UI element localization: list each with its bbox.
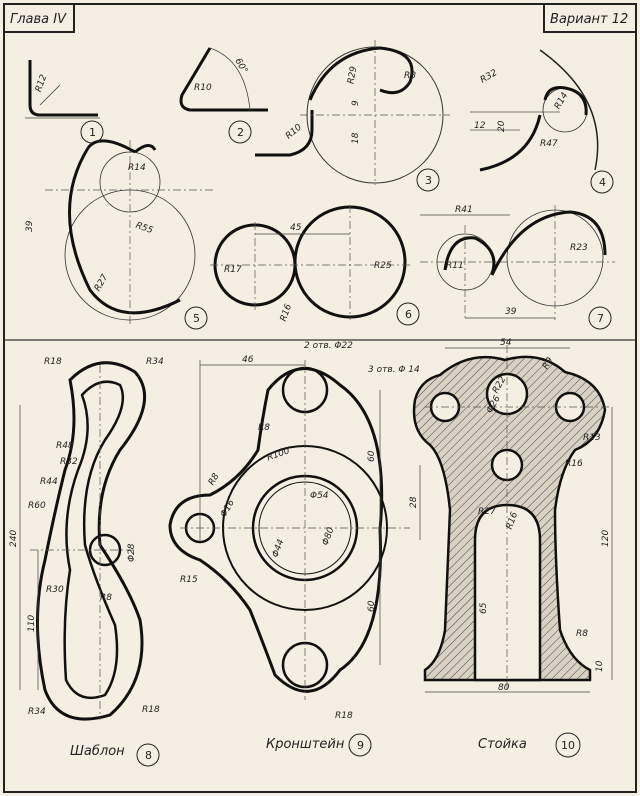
label-r10: R10 bbox=[194, 83, 212, 93]
figure-number-1: 1 bbox=[89, 126, 96, 139]
label-39-f7: 39 bbox=[505, 307, 517, 317]
label-60-lower: 60 bbox=[367, 600, 377, 612]
label-20: 20 bbox=[497, 120, 507, 132]
label-r18-bottom: R18 bbox=[142, 705, 160, 715]
label-r27: R27 bbox=[93, 273, 111, 294]
figure-8-shablon: R18 R34 R48 R32 R44 R60 240 Φ28 R30 R8 1… bbox=[9, 357, 164, 767]
label-r8-f8: R8 bbox=[100, 593, 112, 603]
label-9: 9 bbox=[351, 100, 361, 106]
label-28: 28 bbox=[409, 496, 419, 508]
figure-number-6: 6 bbox=[405, 308, 412, 321]
label-60-upper: 60 bbox=[367, 450, 377, 462]
label-r34-bottom: R34 bbox=[28, 707, 46, 717]
label-r13: R13 bbox=[583, 433, 601, 443]
figure-number-4: 4 bbox=[599, 176, 606, 189]
figure-number-9: 9 bbox=[357, 739, 364, 752]
figure-number-8: 8 bbox=[145, 749, 152, 762]
label-r18-f9: R18 bbox=[335, 711, 353, 721]
label-r14: R14 bbox=[553, 91, 571, 112]
figure-3: R29 R8 9 18 R10 3 bbox=[255, 40, 450, 192]
chapter-title: Глава IV bbox=[10, 12, 67, 27]
variant-title: Вариант 12 bbox=[550, 12, 628, 27]
figure-6: 45 R17 R25 R16 6 bbox=[210, 205, 420, 326]
figure-2: R10 60° 2 bbox=[179, 47, 268, 144]
label-80: 80 bbox=[498, 683, 510, 693]
label-18: 18 bbox=[351, 132, 361, 144]
label-r23: R23 bbox=[570, 243, 588, 253]
label-d16: Φ16 bbox=[219, 498, 237, 519]
figure-number-3: 3 bbox=[425, 174, 432, 187]
label-r55: R55 bbox=[134, 221, 154, 237]
label-46: 46 bbox=[242, 355, 254, 365]
figure-number-2: 2 bbox=[237, 126, 244, 139]
label-r41: R41 bbox=[455, 205, 473, 215]
label-r47: R47 bbox=[540, 139, 558, 149]
label-10: 10 bbox=[595, 660, 605, 672]
label-r16: R16 bbox=[279, 303, 295, 323]
caption-kronshtein: Кронштейн bbox=[266, 737, 345, 752]
label-r30: R30 bbox=[46, 585, 64, 595]
label-r18-top: R18 bbox=[44, 357, 62, 367]
figure-5: R14 39 R55 R27 5 bbox=[25, 139, 215, 330]
label-65: 65 bbox=[479, 602, 489, 614]
caption-shablon: Шаблон bbox=[70, 744, 125, 759]
header-variant: Вариант 12 bbox=[543, 3, 637, 33]
figure-7: R41 R11 R23 39 7 bbox=[420, 205, 615, 330]
label-r10-f3: R10 bbox=[284, 122, 304, 141]
label-r25: R25 bbox=[374, 261, 392, 271]
label-r16-right: R16 bbox=[565, 459, 583, 469]
label-r34-top: R34 bbox=[146, 357, 164, 367]
label-r8-upper: R8 bbox=[258, 423, 270, 433]
figure-10-stoika: 54 3 отв. Φ 14 R9 R22 Φ26 R13 R16 28 R27… bbox=[368, 338, 613, 758]
label-r44: R44 bbox=[40, 477, 58, 487]
label-r8-left: R8 bbox=[207, 472, 222, 488]
label-12: 12 bbox=[474, 121, 486, 131]
label-r14-f5: R14 bbox=[128, 163, 146, 173]
figure-number-5: 5 bbox=[193, 312, 200, 325]
figure-1: R12 1 bbox=[25, 60, 104, 144]
label-54: 54 bbox=[500, 338, 512, 348]
label-r100: R100 bbox=[266, 446, 292, 464]
figure-9-kronshtein: 46 2 отв. Φ22 R8 R100 R8 Φ16 Φ54 60 Φ44 … bbox=[168, 341, 410, 757]
label-r32: R32 bbox=[479, 68, 500, 86]
label-r12: R12 bbox=[34, 73, 50, 93]
label-r60: R60 bbox=[28, 501, 46, 511]
label-r48: R48 bbox=[56, 441, 74, 451]
sheet-frame bbox=[3, 3, 637, 793]
label-r32: R32 bbox=[60, 457, 78, 467]
label-r8-f10: R8 bbox=[576, 629, 588, 639]
label-r8: R8 bbox=[404, 71, 416, 81]
label-120: 120 bbox=[601, 530, 611, 547]
label-r17: R17 bbox=[224, 265, 242, 275]
label-r29: R29 bbox=[346, 65, 359, 84]
label-d80: Φ80 bbox=[321, 526, 337, 547]
label-r27: R27 bbox=[478, 507, 496, 517]
header-chapter: Глава IV bbox=[3, 3, 75, 33]
label-d44: Φ44 bbox=[271, 538, 287, 559]
label-d28: Φ28 bbox=[127, 543, 137, 562]
label-2-holes-d22: 2 отв. Φ22 bbox=[304, 341, 353, 351]
caption-stoika: Стойка bbox=[478, 737, 527, 752]
label-240: 240 bbox=[9, 530, 19, 547]
label-110: 110 bbox=[27, 615, 37, 632]
label-39: 39 bbox=[25, 220, 35, 232]
figure-number-7: 7 bbox=[597, 312, 604, 325]
label-r15: R15 bbox=[180, 575, 198, 585]
label-d54: Φ54 bbox=[310, 491, 329, 501]
label-3-holes-d14: 3 отв. Φ 14 bbox=[368, 365, 420, 375]
label-r11: R11 bbox=[446, 261, 464, 271]
label-45: 45 bbox=[290, 223, 302, 233]
figure-number-10: 10 bbox=[561, 739, 575, 752]
figure-4: R32 R14 12 20 R47 4 bbox=[470, 49, 614, 194]
